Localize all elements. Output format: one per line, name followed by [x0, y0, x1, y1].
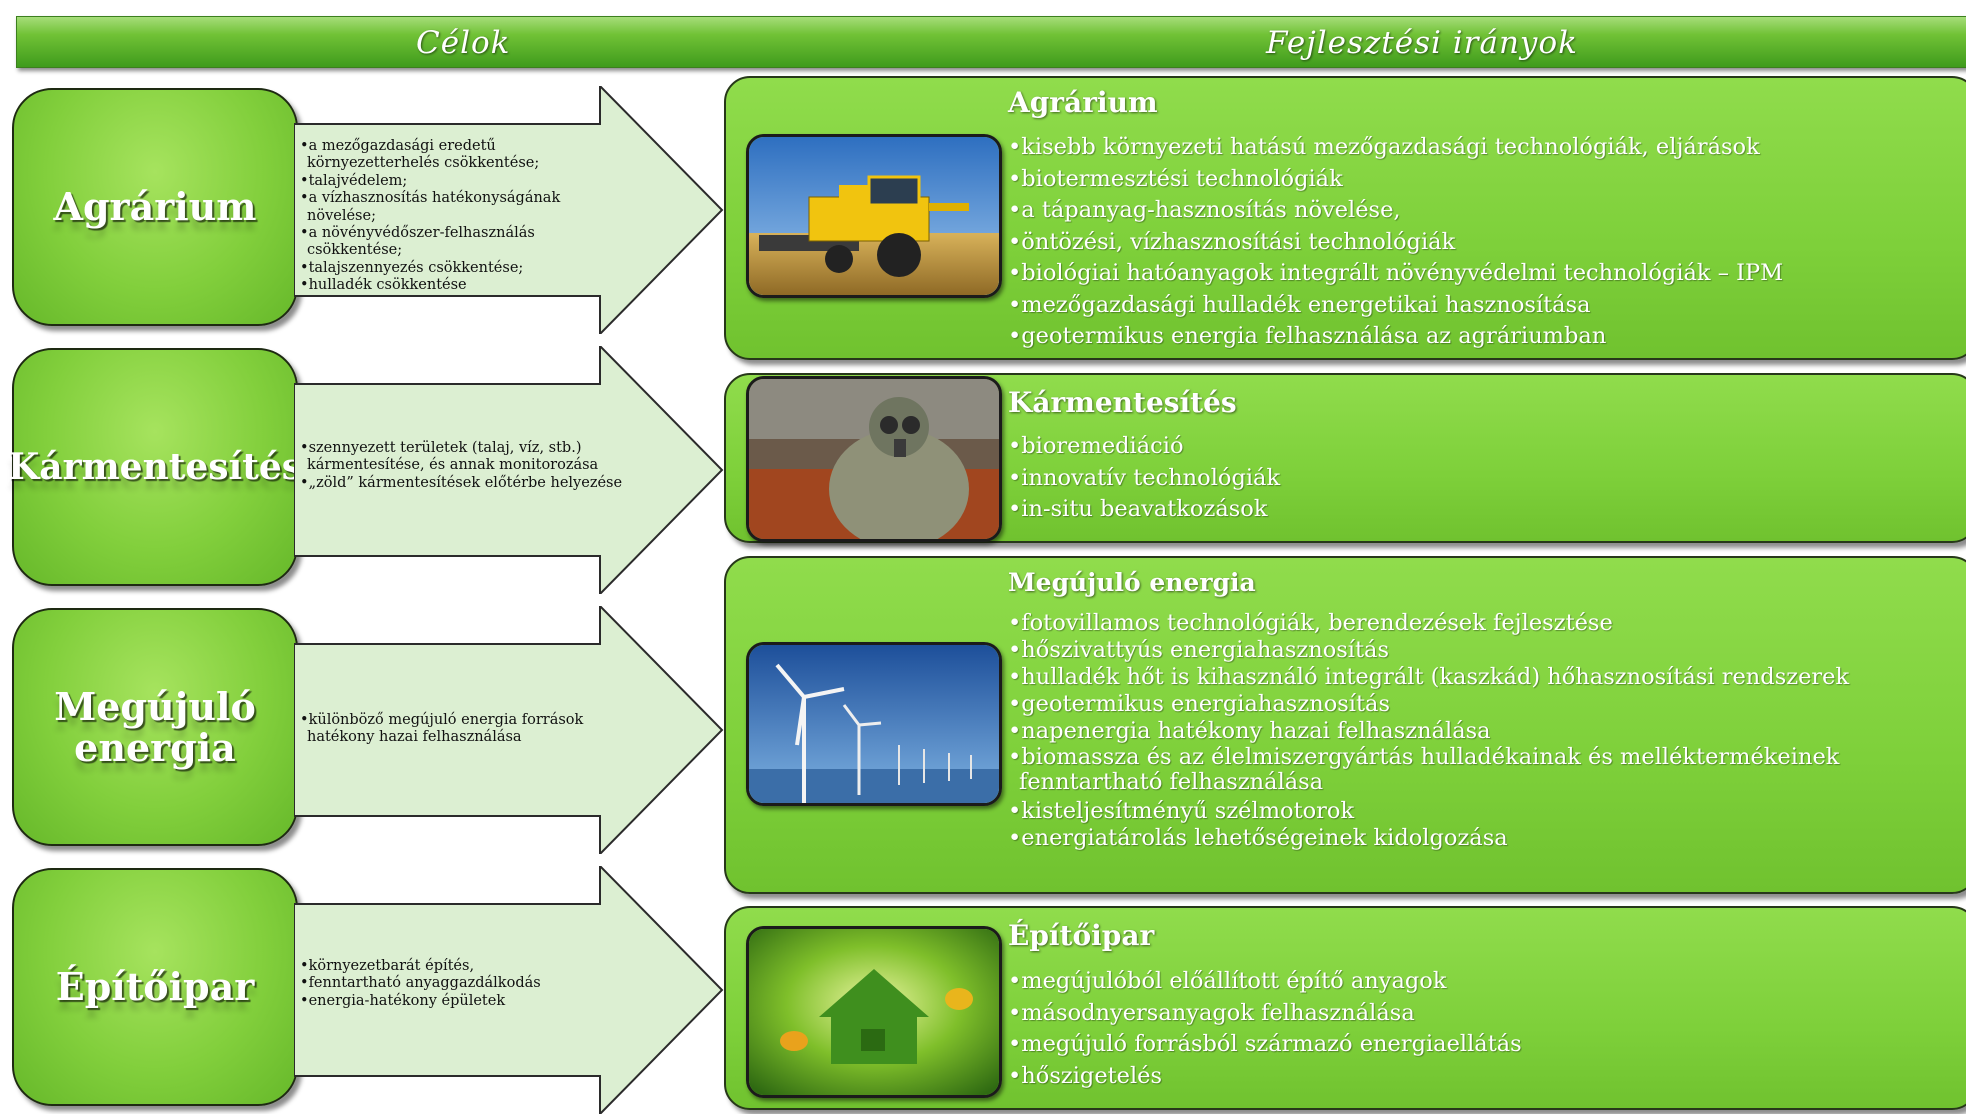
direction-title: Megújuló energia	[1008, 568, 1256, 597]
direction-item: bioremediáció	[1008, 431, 1280, 463]
direction-panel-megujulo-energia: Megújuló energia fotovillamos technológi…	[724, 556, 1966, 894]
direction-item: energiatárolás lehetőségeinek kidolgozás…	[1008, 825, 1958, 852]
direction-item: napenergia hatékony hazai felhasználása	[1008, 718, 1958, 745]
goal-item: szennyezett területek (talaj, víz, stb.)…	[300, 440, 630, 475]
goal-title-line: Megújuló	[54, 683, 256, 729]
direction-item: kisteljesítményű szélmotorok	[1008, 798, 1958, 825]
direction-list: megújulóból előállított építő anyagok má…	[1008, 966, 1522, 1093]
goal-title-line: energia	[74, 725, 236, 770]
goal-item: energia-hatékony épületek	[300, 993, 630, 1010]
direction-item: kisebb környezeti hatású mezőgazdasági t…	[1008, 132, 1783, 164]
goal-title: Kármentesítés	[7, 445, 303, 488]
direction-item: fotovillamos technológiák, berendezések …	[1008, 610, 1958, 637]
header-goals-label: Célok	[416, 25, 511, 61]
direction-title: Építőipar	[1008, 919, 1155, 952]
goal-item: a növényvédőszer-felhasználás csökkentés…	[300, 225, 630, 260]
goal-item: különböző megújuló energia források haté…	[300, 712, 630, 747]
goal-title: Építőipar	[55, 964, 255, 1010]
goal-item: talajszennyezés csökkentése;	[300, 260, 630, 277]
goals-list: különböző megújuló energia források haté…	[300, 712, 630, 747]
goal-item: környezetbarát építés,	[300, 958, 630, 975]
direction-item: biomassza és az élelmiszergyártás hullad…	[1008, 745, 1958, 795]
goal-item: a vízhasznosítás hatékonyságának növelés…	[300, 190, 630, 225]
goals-list: környezetbarát építés, fenntartható anya…	[300, 958, 630, 1010]
direction-list: bioremediáció innovatív technológiák in-…	[1008, 431, 1280, 526]
direction-item: hőszivattyús energiahasznosítás	[1008, 637, 1958, 664]
goal-item: hulladék csökkentése	[300, 277, 630, 294]
direction-panel-karmentesites: Kármentesítés bioremediáció innovatív te…	[724, 373, 1966, 543]
direction-item: a tápanyag-hasznosítás növelése,	[1008, 195, 1783, 227]
direction-panel-epitoipar: Építőipar megújulóból előállított építő …	[724, 906, 1966, 1110]
goals-arrow-karmentesites: szennyezett területek (talaj, víz, stb.)…	[294, 346, 724, 594]
direction-item: biológiai hatóanyagok integrált növényvé…	[1008, 258, 1783, 290]
direction-item: megújulóból előállított építő anyagok	[1008, 966, 1522, 998]
green-grass-house-photo	[746, 926, 1002, 1098]
header-directions-label: Fejlesztési irányok	[1266, 25, 1578, 61]
direction-item: geotermikus energia felhasználása az agr…	[1008, 321, 1783, 353]
direction-item: hulladék hőt is kihasználó integrált (ka…	[1008, 664, 1958, 691]
goal-box-epitoipar: Építőipar	[12, 868, 298, 1106]
combine-harvester-photo	[746, 134, 1002, 298]
direction-list: fotovillamos technológiák, berendezések …	[1008, 610, 1958, 852]
direction-list: kisebb környezeti hatású mezőgazdasági t…	[1008, 132, 1783, 353]
goal-title: Megújuló energia	[54, 686, 256, 768]
goal-item: a mezőgazdasági eredetű környezetterhelé…	[300, 138, 630, 173]
goals-list: a mezőgazdasági eredetű környezetterhelé…	[300, 138, 630, 295]
goal-box-megujulo-energia: Megújuló energia	[12, 608, 298, 846]
direction-item: megújuló forrásból származó energiaellát…	[1008, 1029, 1521, 1061]
goal-box-karmentesites: Kármentesítés	[8, 348, 302, 586]
goals-arrow-epitoipar: környezetbarát építés, fenntartható anya…	[294, 866, 724, 1114]
goals-arrow-agrarium: a mezőgazdasági eredetű környezetterhelé…	[294, 86, 724, 334]
direction-title: Kármentesítés	[1008, 386, 1237, 419]
direction-item: innovatív technológiák	[1008, 463, 1280, 495]
direction-panel-agrarium: Agrárium kisebb környezeti hatású mezőga…	[724, 76, 1966, 360]
direction-item: másodnyersanyagok felhasználása	[1008, 998, 1522, 1030]
direction-item: biotermesztési technológiák	[1008, 164, 1783, 196]
hazmat-suit-photo	[746, 376, 1002, 542]
direction-title: Agrárium	[1008, 86, 1158, 119]
goal-item: talajvédelem;	[300, 173, 630, 190]
goals-arrow-megujulo-energia: különböző megújuló energia források haté…	[294, 606, 724, 854]
direction-item: öntözési, vízhasznosítási technológiák	[1008, 227, 1783, 259]
wind-turbines-photo	[746, 642, 1002, 806]
goal-item: fenntartható anyaggazdálkodás	[300, 975, 630, 992]
direction-item: geotermikus energiahasznosítás	[1008, 691, 1958, 718]
goals-list: szennyezett területek (talaj, víz, stb.)…	[300, 440, 630, 492]
direction-item: mezőgazdasági hulladék energetikai haszn…	[1008, 290, 1783, 322]
header-bar	[16, 16, 1966, 68]
direction-item: in-situ beavatkozások	[1008, 494, 1280, 526]
goal-item: „zöld” kármentesítések előtérbe helyezés…	[300, 475, 630, 492]
direction-item: hőszigetelés	[1008, 1061, 1522, 1093]
goal-box-agrarium: Agrárium	[12, 88, 298, 326]
goal-title: Agrárium	[53, 184, 257, 230]
